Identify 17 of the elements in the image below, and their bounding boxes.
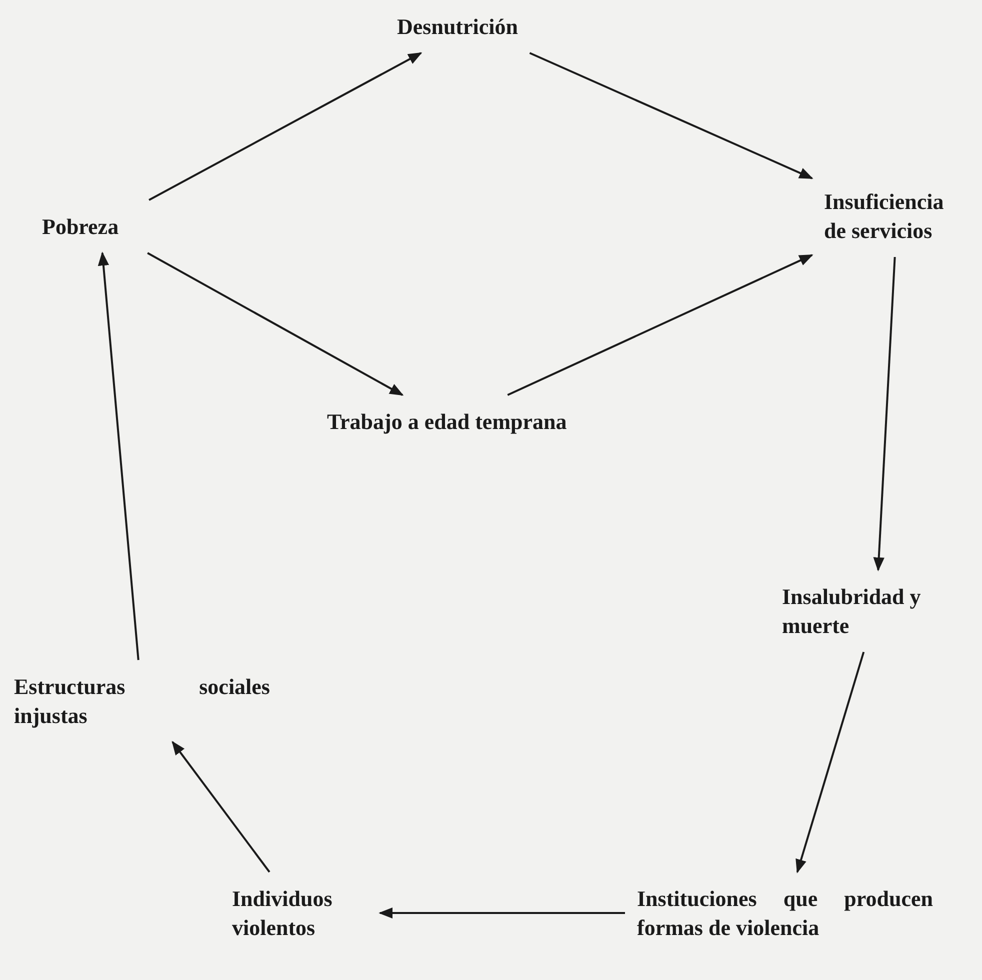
- concept-label: Insuficiencia de servicios: [812, 175, 982, 257]
- concept-label: Estructuras sociales injustas: [2, 660, 282, 742]
- arrow: [378, 907, 625, 919]
- concept-label: Instituciones que producen formas de violencia: [625, 872, 945, 954]
- arrow: [147, 252, 404, 396]
- concept-label: Desnutrición: [385, 0, 555, 53]
- arrow: [873, 256, 896, 572]
- concept-label: Pobreza: [30, 200, 170, 253]
- concept-label: Trabajo a edad temprana: [315, 395, 585, 448]
- arrow: [507, 254, 814, 396]
- arrow: [529, 52, 814, 180]
- arrow: [796, 652, 865, 874]
- arrow: [98, 252, 140, 660]
- arrow: [148, 52, 422, 201]
- concept-label: Insalubridad y muerte: [770, 570, 982, 652]
- concept-label: Individuos violentos: [220, 872, 380, 954]
- arrow: [172, 740, 270, 873]
